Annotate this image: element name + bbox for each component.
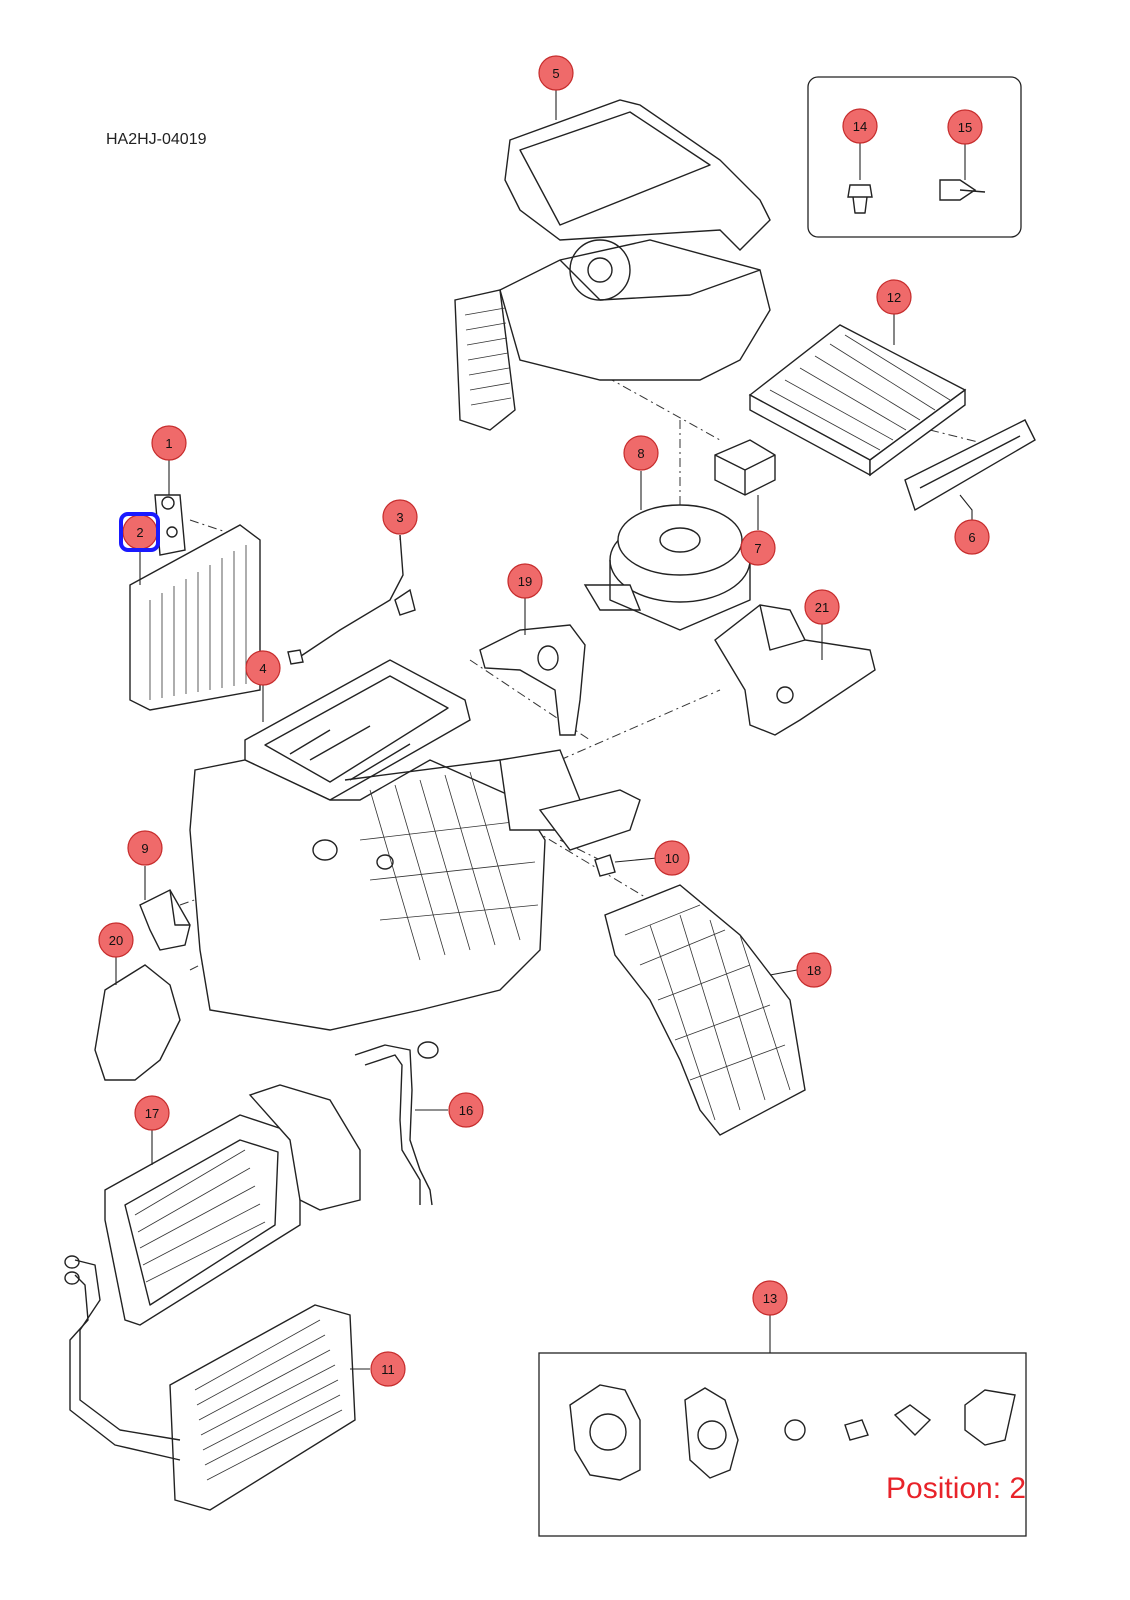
part-hvac-case xyxy=(189,659,641,1031)
part-bracket xyxy=(479,624,586,736)
part-actuator-left xyxy=(139,889,191,951)
part-side-duct xyxy=(714,604,876,736)
callout-3-badge xyxy=(382,499,418,535)
callout-19-badge xyxy=(507,563,543,599)
callout-4-badge xyxy=(245,650,281,686)
callout-11[interactable]: 11 xyxy=(370,1351,406,1387)
diagram-reference-code: HA2HJ-04019 xyxy=(106,131,207,148)
callout-19[interactable]: 19 xyxy=(507,563,543,599)
callout-18-label: 18 xyxy=(807,963,821,978)
callout-4[interactable]: 4 xyxy=(245,650,281,686)
callout-3-label: 3 xyxy=(396,510,403,525)
part-rear-duct xyxy=(604,884,806,1136)
callout-13-badge xyxy=(752,1280,788,1316)
callout-2-highlight xyxy=(119,512,160,552)
callout-20-label: 20 xyxy=(109,933,123,948)
callout-1-badge xyxy=(151,425,187,461)
callout-2[interactable]: 2 xyxy=(119,512,160,552)
part-blower-motor xyxy=(583,504,751,631)
part-evaporator-core xyxy=(129,524,261,711)
callout-15[interactable]: 15 xyxy=(947,109,983,145)
part-clip xyxy=(847,184,873,214)
callout-5[interactable]: 5 xyxy=(538,55,574,91)
callout-5-badge xyxy=(538,55,574,91)
callout-1[interactable]: 1 xyxy=(151,425,187,461)
callout-18[interactable]: 18 xyxy=(796,952,832,988)
callout-21[interactable]: 21 xyxy=(804,589,840,625)
callout-17-badge xyxy=(134,1095,170,1131)
callout-9-label: 9 xyxy=(141,841,148,856)
callout-21-badge xyxy=(804,589,840,625)
callout-15-badge xyxy=(947,109,983,145)
callout-10-label: 10 xyxy=(665,851,679,866)
callout-9[interactable]: 9 xyxy=(127,830,163,866)
callout-7[interactable]: 7 xyxy=(740,530,776,566)
callout-8[interactable]: 8 xyxy=(623,435,659,471)
callout-8-badge xyxy=(623,435,659,471)
part-temperature-sensor xyxy=(287,534,416,665)
callout-6[interactable]: 6 xyxy=(954,519,990,555)
callout-3[interactable]: 3 xyxy=(382,499,418,535)
callout-19-label: 19 xyxy=(518,574,532,589)
part-cabin-filter xyxy=(748,324,967,477)
callout-9-badge xyxy=(127,830,163,866)
callout-1-label: 1 xyxy=(165,436,172,451)
callout-10-badge xyxy=(654,840,690,876)
callout-15-label: 15 xyxy=(958,120,972,135)
callout-21-label: 21 xyxy=(815,600,829,615)
callout-5-label: 5 xyxy=(552,66,559,81)
callout-17[interactable]: 17 xyxy=(134,1095,170,1131)
fastener-box xyxy=(807,76,1022,238)
callout-6-label: 6 xyxy=(968,530,975,545)
part-connector xyxy=(594,854,616,877)
callout-18-badge xyxy=(796,952,832,988)
callout-17-label: 17 xyxy=(145,1106,159,1121)
callout-6-badge xyxy=(954,519,990,555)
callout-2-label: 2 xyxy=(136,525,143,540)
small-parts-box xyxy=(538,1352,1027,1537)
callout-20-badge xyxy=(98,922,134,958)
callout-8-label: 8 xyxy=(637,446,644,461)
part-blower-resistor xyxy=(714,439,776,496)
callout-12-badge xyxy=(876,279,912,315)
callout-14-label: 14 xyxy=(853,119,867,134)
part-side-cover xyxy=(94,964,181,1081)
callout-14-badge xyxy=(842,108,878,144)
callout-16[interactable]: 16 xyxy=(448,1092,484,1128)
callout-4-label: 4 xyxy=(259,661,266,676)
callout-12-label: 12 xyxy=(887,290,901,305)
callout-13-label: 13 xyxy=(763,1291,777,1306)
callout-7-label: 7 xyxy=(754,541,761,556)
callout-12[interactable]: 12 xyxy=(876,279,912,315)
part-filter-cover xyxy=(904,419,1036,512)
part-heater-core xyxy=(64,1255,356,1511)
callout-16-label: 16 xyxy=(459,1103,473,1118)
part-drain-hose xyxy=(354,1041,439,1206)
callout-11-badge xyxy=(370,1351,406,1387)
callout-10[interactable]: 10 xyxy=(654,840,690,876)
part-blower-housing xyxy=(454,99,771,431)
callout-14[interactable]: 14 xyxy=(842,108,878,144)
leader-lines xyxy=(115,90,973,1370)
part-expansion-valve xyxy=(154,494,186,556)
part-screw xyxy=(939,179,986,201)
callout-16-badge xyxy=(448,1092,484,1128)
callout-11-label: 11 xyxy=(381,1362,395,1377)
callout-13[interactable]: 13 xyxy=(752,1280,788,1316)
callout-7-badge xyxy=(740,530,776,566)
part-heater-case xyxy=(104,1084,361,1326)
part-kit-items xyxy=(569,1384,1016,1481)
position-label: Position: 2 xyxy=(886,1472,1027,1505)
callout-20[interactable]: 20 xyxy=(98,922,134,958)
